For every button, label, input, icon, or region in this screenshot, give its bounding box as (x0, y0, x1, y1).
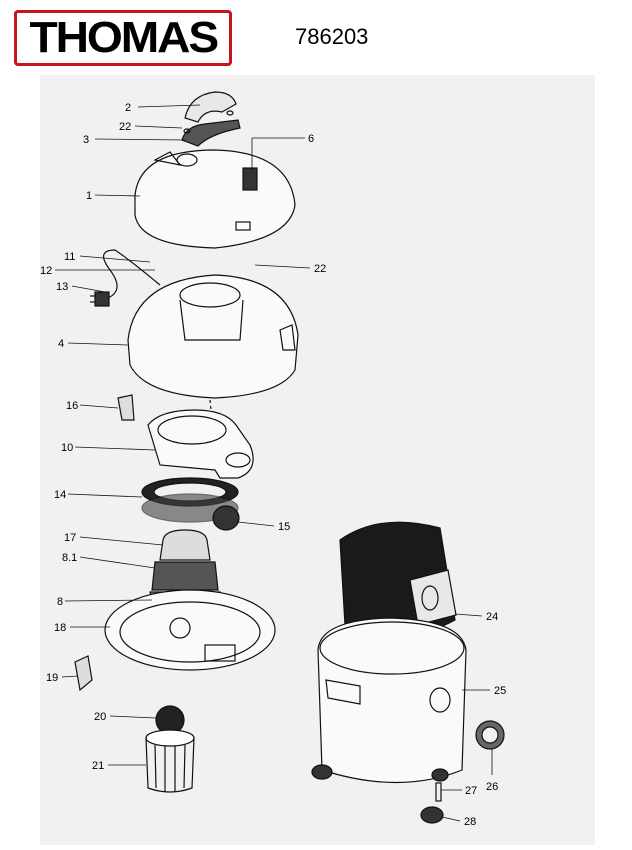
brand-logo: THOMAS (14, 10, 232, 66)
callout-6: 6 (308, 133, 314, 145)
callout-22-top: 22 (119, 121, 131, 133)
callout-8: 8 (57, 596, 63, 608)
leader-lines (55, 104, 493, 822)
part-26-hose-inlet (475, 720, 505, 750)
callout-27: 27 (465, 785, 477, 797)
callout-15: 15 (278, 521, 290, 533)
callout-21: 21 (92, 760, 104, 772)
callout-17: 17 (64, 532, 76, 544)
part-25-tank (311, 617, 467, 784)
model-number: 786203 (295, 24, 369, 49)
callout-10: 10 (61, 442, 73, 454)
callout-12: 12 (40, 265, 52, 277)
part-28-caster (420, 806, 444, 824)
callout-13: 13 (56, 281, 68, 293)
callout-1: 1 (86, 190, 92, 202)
part-16-clip (117, 394, 135, 421)
part-10-motor-seat (147, 409, 254, 479)
part-21-float-cage (145, 729, 195, 793)
part-19-clip (74, 655, 93, 692)
callout-25: 25 (494, 685, 506, 697)
callout-3: 3 (83, 134, 89, 146)
callout-16: 16 (66, 400, 78, 412)
callout-19: 19 (46, 672, 58, 684)
part-3-bracket (181, 119, 241, 147)
callout-18: 18 (54, 622, 66, 634)
callout-labels: 2 22 3 6 1 11 12 22 13 4 16 10 14 15 17 … (40, 102, 506, 828)
part-18-base-plate (104, 589, 276, 671)
part-2-handle (184, 91, 237, 123)
callout-2: 2 (125, 102, 131, 114)
part-27-caster-stem (435, 782, 442, 802)
callout-20: 20 (94, 711, 106, 723)
callout-24: 24 (486, 611, 498, 623)
callout-28: 28 (464, 816, 476, 828)
part-1-lid (134, 149, 296, 249)
callout-8-1: 8.1 (62, 552, 77, 564)
brand-name: THOMAS (29, 13, 219, 62)
part-13-cord (90, 249, 161, 307)
part-24-filter-bag (339, 521, 457, 637)
callout-11: 11 (64, 251, 75, 263)
callout-26: 26 (486, 781, 498, 793)
callout-14: 14 (54, 489, 66, 501)
callout-4: 4 (58, 338, 64, 350)
part-4-motor-housing (127, 274, 299, 421)
part-15-small-filter (212, 505, 240, 531)
callout-22-mid: 22 (314, 263, 326, 275)
